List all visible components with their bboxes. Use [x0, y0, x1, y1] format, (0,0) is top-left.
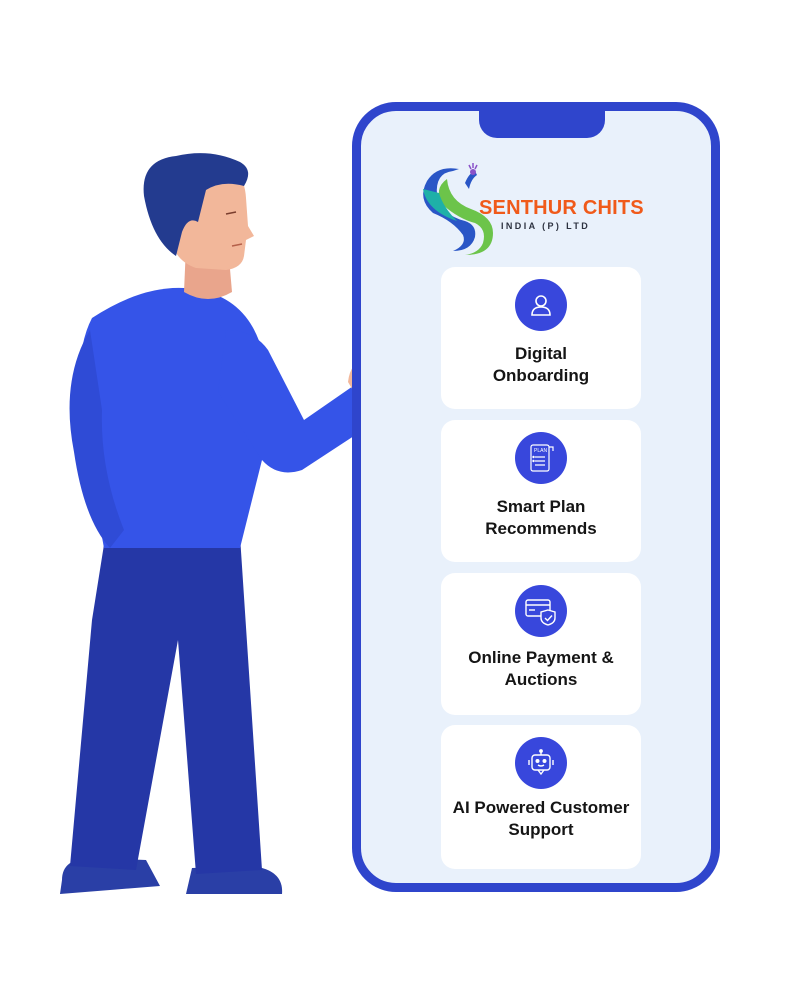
feature-card-online-payment[interactable]: Online Payment & Auctions	[441, 573, 641, 715]
feature-label: Digital Onboarding	[492, 344, 590, 385]
feature-card-smart-plan[interactable]: PLAN Smart Plan Recommends	[441, 420, 641, 562]
svg-text:PLAN: PLAN	[534, 448, 547, 454]
user-icon	[515, 279, 567, 331]
feature-card-digital-onboarding[interactable]: Digital Onboarding	[441, 267, 641, 409]
feature-label: Online Payment & Auctions	[468, 648, 614, 689]
brand-subtitle: INDIA (P) LTD	[501, 221, 591, 231]
phone-mockup: SENTHUR CHITS INDIA (P) LTD Digital Onbo…	[352, 102, 720, 892]
robot-chat-icon	[515, 737, 567, 789]
plan-document-icon: PLAN	[515, 432, 567, 484]
feature-label: AI Powered Customer Support	[452, 798, 630, 839]
feature-card-ai-support[interactable]: AI Powered Customer Support	[441, 725, 641, 869]
brand-name: SENTHUR CHITS	[479, 197, 644, 219]
phone-notch	[479, 111, 605, 138]
feature-label: Smart Plan Recommends	[485, 497, 597, 538]
peacock-logo-icon	[423, 163, 493, 255]
credit-card-shield-icon	[515, 585, 567, 637]
